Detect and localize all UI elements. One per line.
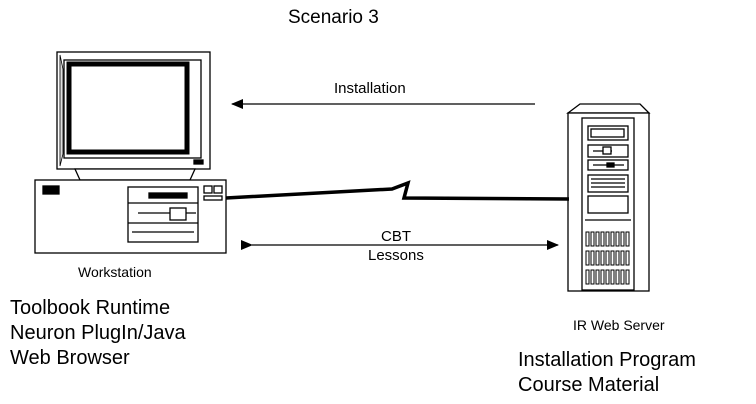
server-vent-grille bbox=[585, 231, 630, 285]
diagram-title: Scenario 3 bbox=[288, 7, 379, 28]
workstation-label: Workstation bbox=[78, 264, 152, 280]
workstation-software-item: Web Browser bbox=[10, 347, 130, 369]
server-contents-list: Installation Program Course Material bbox=[518, 348, 696, 398]
installation-label: Installation bbox=[334, 80, 406, 97]
workstation-software-list: Toolbook Runtime Neuron PlugIn/Java Web … bbox=[10, 296, 186, 371]
network-link-lightning bbox=[225, 180, 570, 201]
server-label: IR Web Server bbox=[573, 317, 665, 333]
cbt-label: CBT bbox=[381, 228, 411, 245]
workstation-software-item: Neuron PlugIn/Java bbox=[10, 322, 186, 344]
server-content-item: Course Material bbox=[518, 374, 660, 396]
server-content-item: Installation Program bbox=[518, 349, 696, 371]
server-tower-icon bbox=[566, 103, 651, 292]
workstation-software-item: Toolbook Runtime bbox=[10, 297, 171, 319]
monitor-icon bbox=[56, 51, 211, 181]
system-unit-icon bbox=[34, 179, 227, 254]
workstation-computer-icon bbox=[34, 51, 227, 254]
lessons-label: Lessons bbox=[368, 247, 424, 264]
